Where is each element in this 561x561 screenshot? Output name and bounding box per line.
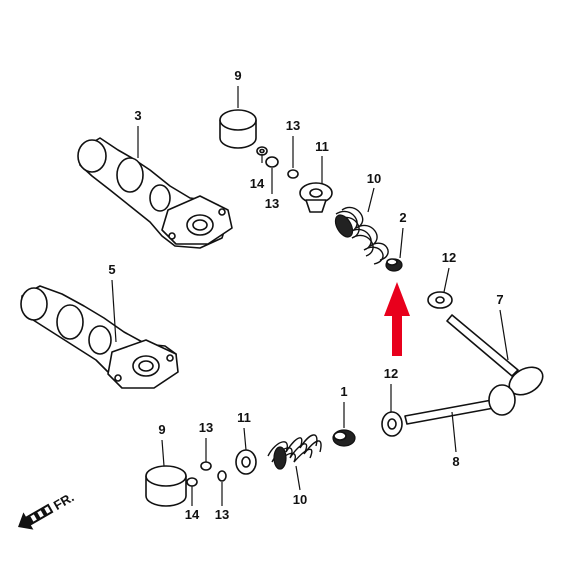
valve-seal-2	[385, 258, 403, 272]
callout-3: 3	[134, 108, 141, 123]
callout-14-upper: 14	[250, 176, 265, 191]
callout-10-upper: 10	[367, 171, 381, 186]
callout-8: 8	[452, 454, 459, 469]
cotter-lower	[200, 461, 227, 482]
shim-lower	[186, 477, 198, 487]
callout-labels: 9 3 13 11 14 13 10 2 12 7 5 12 1 9 13 11…	[108, 68, 503, 522]
leader-lines	[111, 86, 509, 506]
callout-9-upper: 9	[234, 68, 241, 83]
front-direction-indicator: FR.	[18, 489, 77, 530]
callout-11-lower: 11	[237, 410, 251, 425]
valve-seal-1	[332, 429, 356, 447]
tappet-lower	[145, 465, 187, 507]
callout-13-lower-b: 13	[215, 507, 229, 522]
callout-12-lower: 12	[384, 366, 398, 381]
retainer-upper	[299, 182, 333, 213]
valve-8	[381, 384, 516, 437]
cotter-upper	[265, 156, 299, 179]
retainer-lower	[235, 449, 257, 475]
callout-9-lower: 9	[158, 422, 165, 437]
valve-7	[427, 291, 544, 396]
callout-7: 7	[496, 292, 503, 307]
spring-lower	[267, 434, 322, 470]
callout-1: 1	[340, 384, 347, 399]
callout-11-upper: 11	[315, 139, 329, 154]
callout-14-lower: 14	[185, 507, 200, 522]
front-label: FR.	[51, 489, 77, 512]
callout-10-lower: 10	[293, 492, 307, 507]
red-arrow	[384, 282, 410, 356]
tappet-upper	[219, 109, 257, 149]
camshaft-lower	[20, 285, 179, 389]
front-arrow-icon	[18, 503, 54, 530]
callout-12-upper: 12	[442, 250, 456, 265]
callout-13-upper-a: 13	[286, 118, 300, 133]
callout-13-upper-b: 13	[265, 196, 279, 211]
camshaft-upper	[77, 137, 233, 249]
callout-13-lower-a: 13	[199, 420, 213, 435]
callout-5: 5	[108, 262, 115, 277]
callout-2: 2	[399, 210, 406, 225]
shim-upper	[256, 146, 268, 156]
spring-upper	[334, 206, 389, 265]
